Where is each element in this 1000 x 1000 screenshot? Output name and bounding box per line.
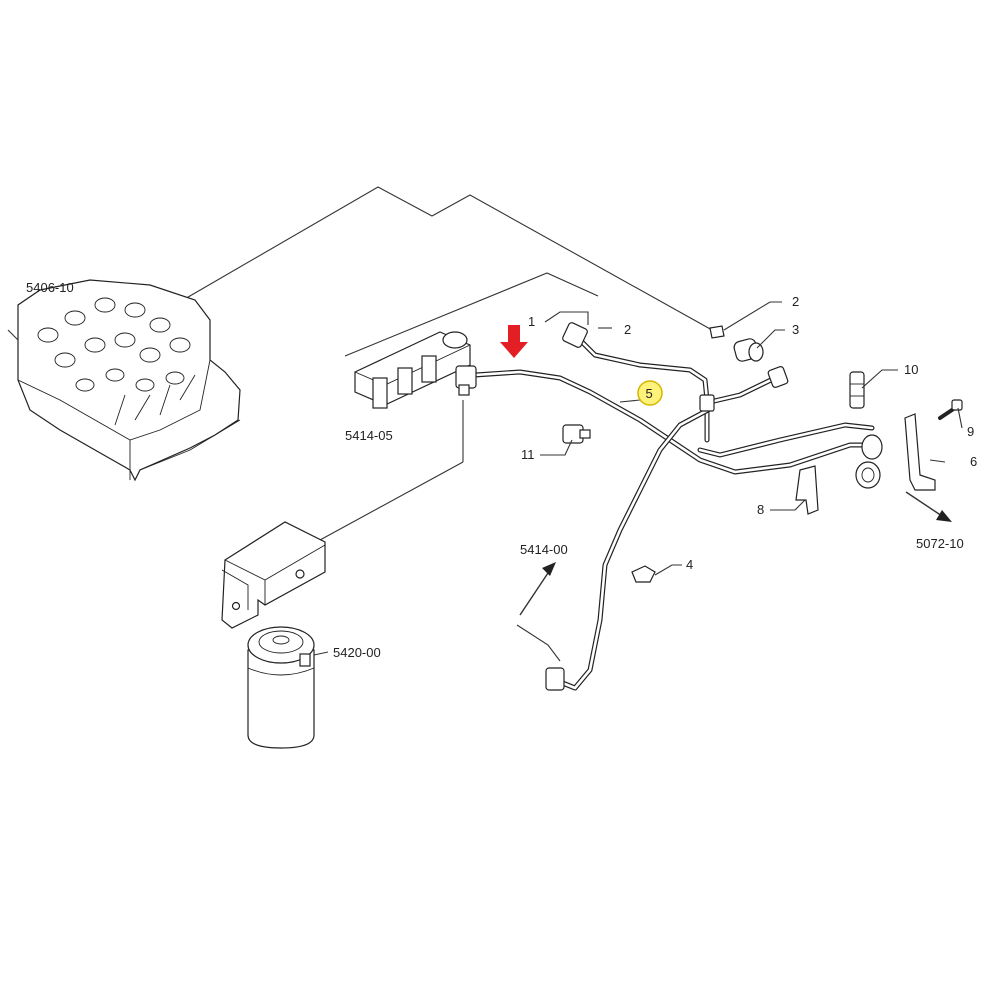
fuel-filter-center — [272, 635, 290, 645]
label-item-1: 1 — [528, 314, 535, 329]
filter-bracket-plate — [221, 569, 249, 610]
fuel-line-assembly — [455, 322, 883, 691]
leader-6 — [929, 459, 946, 463]
leader-5406-10 — [7, 329, 19, 341]
fuel-filter-band — [247, 667, 315, 676]
part-10-clamp — [849, 371, 865, 409]
fuel-rail-injector-3 — [421, 355, 437, 383]
part-6-bracket — [904, 413, 936, 491]
fuel-filter-canister — [247, 649, 315, 749]
filter-head-bracket — [221, 521, 326, 629]
direction-arrow-icon — [519, 491, 952, 616]
arrow-5072-10-head — [936, 510, 952, 522]
leader-3 — [756, 329, 785, 349]
leader-11 — [540, 439, 573, 456]
fuel-filter: 5420-00 — [247, 626, 381, 749]
fuel-rail-injector-1 — [372, 377, 388, 409]
leader-4 — [654, 564, 682, 576]
label-item-10: 10 — [904, 362, 918, 377]
fuel-filter-ring — [258, 630, 304, 654]
fitting-upper-right — [767, 366, 789, 388]
leader-5414-00 — [516, 624, 561, 662]
label-item-9: 9 — [967, 424, 974, 439]
leader-5420-00 — [313, 651, 329, 656]
pipe-upper-right-inner — [708, 376, 777, 404]
pipe-second-outer — [697, 422, 875, 458]
label-item-8: 8 — [757, 502, 764, 517]
part-3-banjo — [733, 338, 764, 362]
part-11-sensor — [562, 424, 591, 444]
fitting-lower — [545, 667, 565, 691]
leader-rail-to-1 — [344, 272, 599, 357]
filter-bracket-edge — [224, 544, 326, 605]
filter-bracket-hole — [231, 601, 241, 611]
connector-a — [861, 434, 883, 460]
leader-10 — [861, 369, 898, 389]
leader-1 — [544, 311, 589, 325]
engine-cylinder-ports — [37, 297, 191, 392]
fuel-rail-end — [442, 331, 468, 349]
red-down-arrow-icon — [500, 325, 528, 358]
pipe-second-inner — [698, 423, 874, 457]
leader-to-filter-head — [319, 461, 464, 541]
label-5072-10: 5072-10 — [916, 536, 964, 551]
filter-bracket-bolt — [295, 569, 305, 579]
callout-leaders — [540, 301, 963, 576]
leader-engine-to-2 — [182, 186, 713, 331]
pipe-main-inner — [473, 370, 874, 474]
engine-block-body — [17, 279, 241, 482]
label-5406-10: 5406-10 — [26, 280, 74, 295]
fuel-rail: 5414-05 — [345, 331, 471, 443]
part-9-bolt — [938, 399, 963, 420]
engine-block-base — [129, 419, 241, 480]
reference-lines — [182, 186, 713, 662]
leader-9 — [957, 407, 963, 429]
part-8-clip — [795, 465, 819, 515]
fitting-junction — [699, 394, 715, 412]
item-labels: 1 2 2 3 10 9 6 8 11 4 5414-00 5072-10 5 — [520, 294, 977, 572]
label-item-6: 6 — [970, 454, 977, 469]
leader-2a — [723, 301, 782, 331]
connector-b — [855, 461, 881, 489]
label-item-3: 3 — [792, 322, 799, 337]
label-item-2b: 2 — [624, 322, 631, 337]
engine-block: 5406-10 — [7, 279, 241, 482]
label-item-11: 11 — [521, 447, 535, 462]
label-item-2a: 2 — [792, 294, 799, 309]
fitting-1 — [562, 322, 588, 348]
small-parts — [562, 325, 963, 583]
leader-8 — [770, 499, 806, 511]
highlight-circle-5 — [637, 380, 663, 406]
pipe-down-inner — [558, 408, 710, 690]
label-5420-00: 5420-00 — [333, 645, 381, 660]
fuel-filter-sensor — [299, 653, 311, 667]
part-4-clip — [631, 565, 656, 583]
label-item-5: 5 — [646, 386, 653, 401]
fitting-rail-nut — [458, 384, 470, 396]
connector-b-bore — [861, 467, 875, 483]
red-down-arrow-shape — [500, 325, 528, 358]
fuel-rail-injector-2 — [397, 367, 413, 395]
fuel-filter-top — [247, 626, 315, 664]
leader-5 — [619, 399, 641, 403]
label-5414-05: 5414-05 — [345, 428, 393, 443]
label-5414-00: 5414-00 — [520, 542, 568, 557]
label-item-4: 4 — [686, 557, 693, 572]
arrow-5414-00-head — [542, 562, 556, 576]
part-2-washer — [709, 325, 725, 339]
engine-block-fins — [114, 374, 196, 426]
